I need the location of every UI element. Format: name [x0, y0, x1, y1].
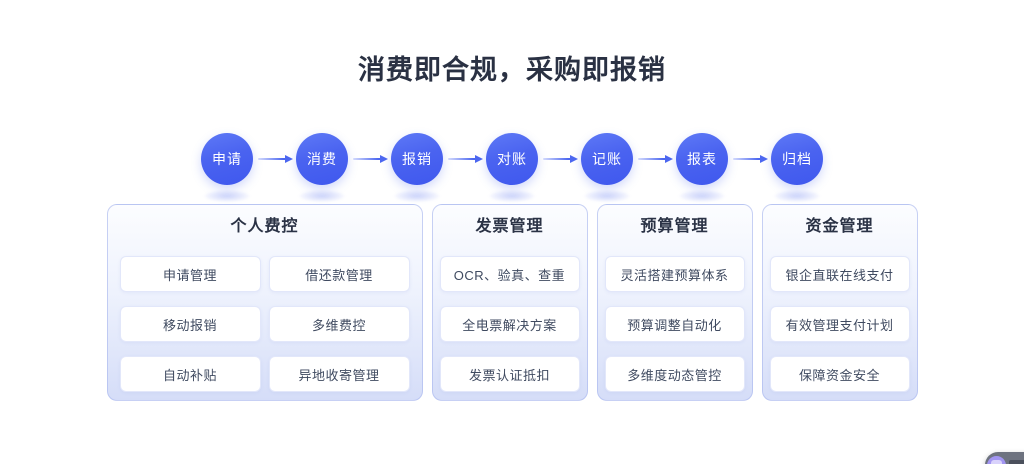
- arrow-right-icon: [728, 133, 771, 185]
- page-title: 消费即合规，采购即报销: [358, 55, 666, 85]
- panel-card-grid: OCR、验真、查重 全电票解决方案 发票认证抵扣: [433, 256, 587, 392]
- flow-step-label: 归档: [782, 151, 812, 167]
- panel-card-grid: 申请管理 借还款管理 移动报销 多维费控 自动补贴 异地收寄管理: [108, 256, 422, 392]
- feature-card: 借还款管理: [268, 256, 410, 292]
- feature-panels: 个人费控 申请管理 借还款管理 移动报销 多维费控 自动补贴 异地收寄管理 发票…: [0, 204, 1024, 401]
- panel-card-grid: 灵活搭建预算体系 预算调整自动化 多维度动态管控: [598, 256, 752, 392]
- feature-card: 多维费控: [268, 306, 410, 342]
- arrow-right-icon: [633, 133, 676, 185]
- arrow-right-icon: [538, 133, 581, 185]
- panel-title: 预算管理: [640, 218, 709, 235]
- arrow-right-icon: [253, 133, 296, 185]
- flow-step-archive: 归档: [771, 133, 823, 185]
- panel-fund-management: 资金管理 银企直联在线支付 有效管理支付计划 保障资金安全: [761, 204, 918, 401]
- flow-step-label: 报销: [402, 151, 432, 167]
- flow-step-label: 报表: [687, 151, 717, 167]
- feature-card: 移动报销: [119, 306, 261, 342]
- panel-title: 个人费控: [230, 218, 299, 235]
- flow-step-consume: 消费: [296, 133, 348, 185]
- feature-card: 自动补贴: [119, 356, 261, 392]
- flow-step-label: 记账: [592, 151, 622, 167]
- feature-card: 异地收寄管理: [268, 356, 410, 392]
- customer-service-widget[interactable]: [985, 452, 1024, 464]
- flow-step-label: 申请: [212, 151, 242, 167]
- flow-step-apply: 申请: [201, 133, 253, 185]
- widget-text-placeholder: [1009, 460, 1024, 464]
- flow-step-bookkeeping: 记账: [581, 133, 633, 185]
- panel-invoice-management: 发票管理 OCR、验真、查重 全电票解决方案 发票认证抵扣: [431, 204, 588, 401]
- feature-card: 全电票解决方案: [439, 306, 580, 342]
- panel-budget-management: 预算管理 灵活搭建预算体系 预算调整自动化 多维度动态管控: [596, 204, 753, 401]
- feature-card: 银企直联在线支付: [769, 256, 910, 292]
- chat-bubble-icon: [987, 455, 1006, 464]
- feature-card: 多维度动态管控: [604, 356, 745, 392]
- flow-step-label: 消费: [307, 151, 337, 167]
- feature-card: 发票认证抵扣: [439, 356, 580, 392]
- flow-step-reconcile: 对账: [486, 133, 538, 185]
- panel-personal-expense-control: 个人费控 申请管理 借还款管理 移动报销 多维费控 自动补贴 异地收寄管理: [106, 204, 423, 401]
- flow-step-report: 报表: [676, 133, 728, 185]
- process-flow: 申请 消费 报销 对账 记账 报表 归档: [0, 133, 1024, 185]
- feature-card: 预算调整自动化: [604, 306, 745, 342]
- arrow-right-icon: [348, 133, 391, 185]
- flow-step-reimburse: 报销: [391, 133, 443, 185]
- feature-card: 有效管理支付计划: [769, 306, 910, 342]
- feature-card: 保障资金安全: [769, 356, 910, 392]
- feature-card: 申请管理: [119, 256, 261, 292]
- panel-title: 资金管理: [805, 218, 874, 235]
- arrow-right-icon: [443, 133, 486, 185]
- panel-title: 发票管理: [475, 218, 544, 235]
- flow-step-label: 对账: [497, 151, 527, 167]
- feature-card: 灵活搭建预算体系: [604, 256, 745, 292]
- feature-card: OCR、验真、查重: [439, 256, 580, 292]
- panel-card-grid: 银企直联在线支付 有效管理支付计划 保障资金安全: [763, 256, 917, 392]
